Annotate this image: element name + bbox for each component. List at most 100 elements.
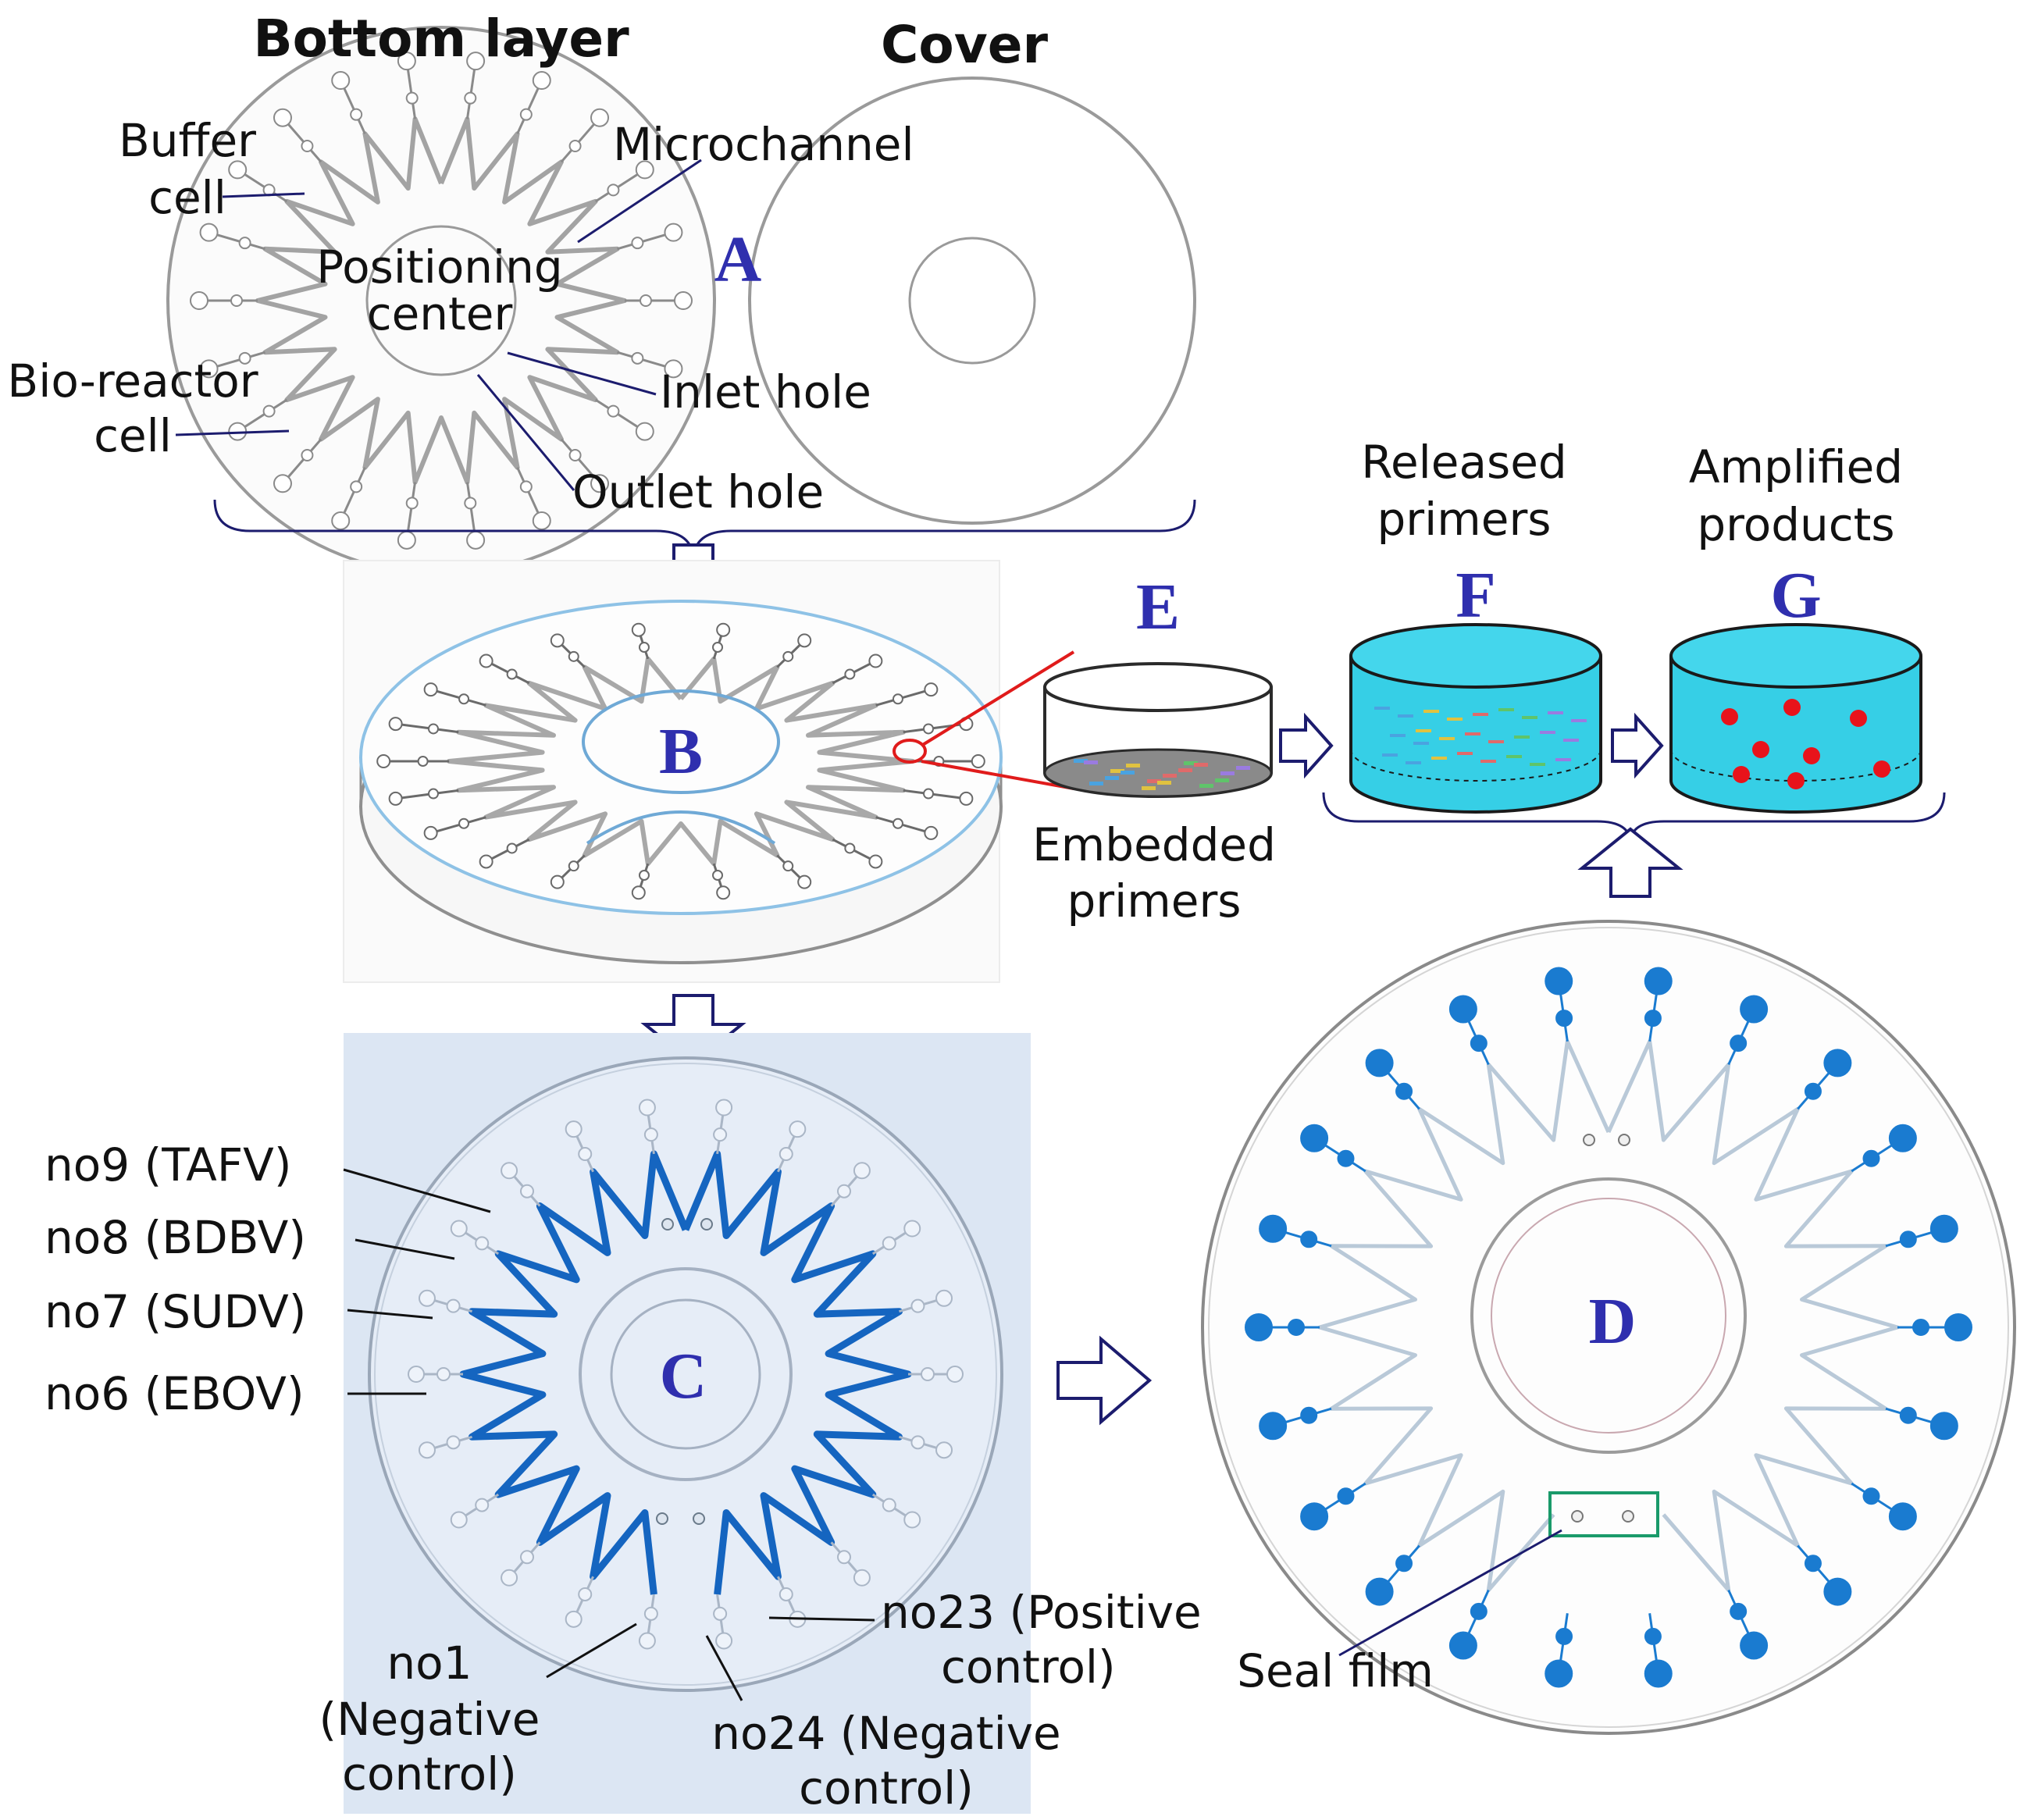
arrow-d-to-fg xyxy=(1577,827,1683,898)
buffer-cell xyxy=(568,860,579,872)
bioreactor-cell xyxy=(789,1120,807,1138)
bioreactor-cell xyxy=(638,1632,656,1650)
bioreactor-cell xyxy=(423,825,438,840)
bioreactor-cell xyxy=(716,622,731,637)
primer-mark xyxy=(1465,732,1480,735)
primer-mark xyxy=(1390,734,1406,737)
bioreactor-cell xyxy=(479,654,493,668)
panel-letter-f: F xyxy=(1455,559,1495,632)
primer-mark xyxy=(1439,737,1455,740)
panel-letter-g: G xyxy=(1770,559,1821,632)
no1-label-2: (Negative xyxy=(319,1693,540,1746)
buffer-cell xyxy=(923,788,935,800)
cover-outline xyxy=(748,77,1196,525)
buffer-cell xyxy=(1300,1406,1318,1424)
primer-mark xyxy=(1457,752,1473,755)
microchannel-label: Microchannel xyxy=(613,118,914,171)
zoom-line-bottom xyxy=(921,760,1074,790)
no9-label: no9 (TAFV) xyxy=(45,1138,291,1191)
buffer-cell-leader xyxy=(222,192,305,198)
bioreactor-cell xyxy=(635,160,654,180)
primer-mark xyxy=(1423,710,1439,713)
buffer-cell xyxy=(1337,1487,1355,1505)
primer-mark xyxy=(1413,742,1429,745)
bioreactor-cell xyxy=(924,682,939,697)
dyed-channel-features xyxy=(408,1099,964,1650)
bioreactor-cell xyxy=(797,874,812,889)
port-hole xyxy=(1618,1134,1630,1146)
filled-disc-outline xyxy=(1201,920,2016,1735)
primer-mark xyxy=(1548,711,1563,714)
primer-mark xyxy=(1416,729,1431,732)
bioreactor-cell xyxy=(1644,1659,1673,1688)
bioreactor-cell xyxy=(190,291,208,310)
primer-mark xyxy=(1480,760,1496,763)
buffer-cell xyxy=(640,294,652,307)
bioreactor-cell xyxy=(631,885,646,900)
filled-center-ring-inner xyxy=(1491,1198,1726,1434)
assembled-disc-channels xyxy=(376,622,985,900)
bioreactor-cell xyxy=(199,359,219,379)
bioreactor-cell xyxy=(1929,1214,1958,1243)
bioreactor-cell xyxy=(550,874,565,889)
bioreactor-cell xyxy=(532,71,551,91)
seal-film-leader xyxy=(1338,1529,1562,1657)
bioreactor-cell xyxy=(715,1099,733,1117)
bioreactor-cell xyxy=(1259,1214,1288,1243)
buffer-cell xyxy=(837,1550,852,1565)
panel-letter-c: C xyxy=(660,1340,707,1412)
no1-label-1: no1 xyxy=(387,1637,472,1690)
chamber-neck xyxy=(617,351,674,370)
buffer-cell xyxy=(1730,1035,1748,1052)
buffer-cell xyxy=(844,842,856,854)
amplified-product-marks xyxy=(1721,699,1890,789)
buffer-cell xyxy=(436,1367,451,1381)
buffer-cell xyxy=(475,1498,490,1512)
chamber-neck xyxy=(875,688,932,707)
bioreactor-cell xyxy=(638,1099,656,1117)
buffer-cell xyxy=(892,817,903,829)
buffer-cell xyxy=(350,108,363,121)
cover-disc xyxy=(748,77,1196,525)
primer-mark xyxy=(1236,766,1250,770)
buffer-cell xyxy=(607,183,620,197)
bioreactor-cell xyxy=(331,511,351,530)
port-hole xyxy=(1571,1510,1584,1523)
buffer-cell xyxy=(1644,1627,1662,1645)
bioreactor-cell xyxy=(715,1632,733,1650)
buffer-cell xyxy=(458,817,470,829)
panel-a-leader-lines xyxy=(175,158,702,491)
port-hole xyxy=(661,1218,674,1231)
bioreactor-cell xyxy=(450,1511,468,1529)
tube-amplified-products xyxy=(1669,623,1922,814)
primer-mark xyxy=(1105,776,1119,780)
chamber-neck xyxy=(395,789,459,800)
embedded-primer-marks xyxy=(1074,759,1250,790)
bioreactor-cell xyxy=(903,1220,921,1238)
bioreactor-cell xyxy=(450,1220,468,1238)
positioning-center-ring xyxy=(365,225,517,376)
buffer-cell xyxy=(1899,1231,1917,1248)
bioreactor-cell xyxy=(1823,1049,1852,1077)
bioreactor-cell xyxy=(1740,1631,1769,1660)
buffer-cell xyxy=(506,842,518,854)
buffer-cell xyxy=(910,1298,925,1313)
buffer-cell xyxy=(427,788,439,800)
buffer-cell xyxy=(779,1587,793,1601)
bioreactor-cell xyxy=(971,754,985,768)
buffer-cell xyxy=(1730,1602,1748,1620)
bioreactor-cell xyxy=(590,474,610,493)
positioning-center-label-2: center xyxy=(367,287,513,340)
bioreactor-cell xyxy=(1448,1631,1477,1660)
bioreactor-cell xyxy=(550,633,565,648)
buffer-cell xyxy=(458,693,470,705)
bioreactor-cell xyxy=(1300,1502,1329,1531)
primer-mark xyxy=(1199,784,1213,788)
primer-mark xyxy=(1382,753,1398,757)
no1-label-3: control) xyxy=(342,1747,517,1800)
chamber-neck xyxy=(465,60,477,119)
amplicon-dot xyxy=(1721,708,1738,725)
bioreactor-cell xyxy=(664,359,683,379)
bioreactor-cell xyxy=(868,654,883,668)
bioreactor-cell xyxy=(418,1289,436,1307)
